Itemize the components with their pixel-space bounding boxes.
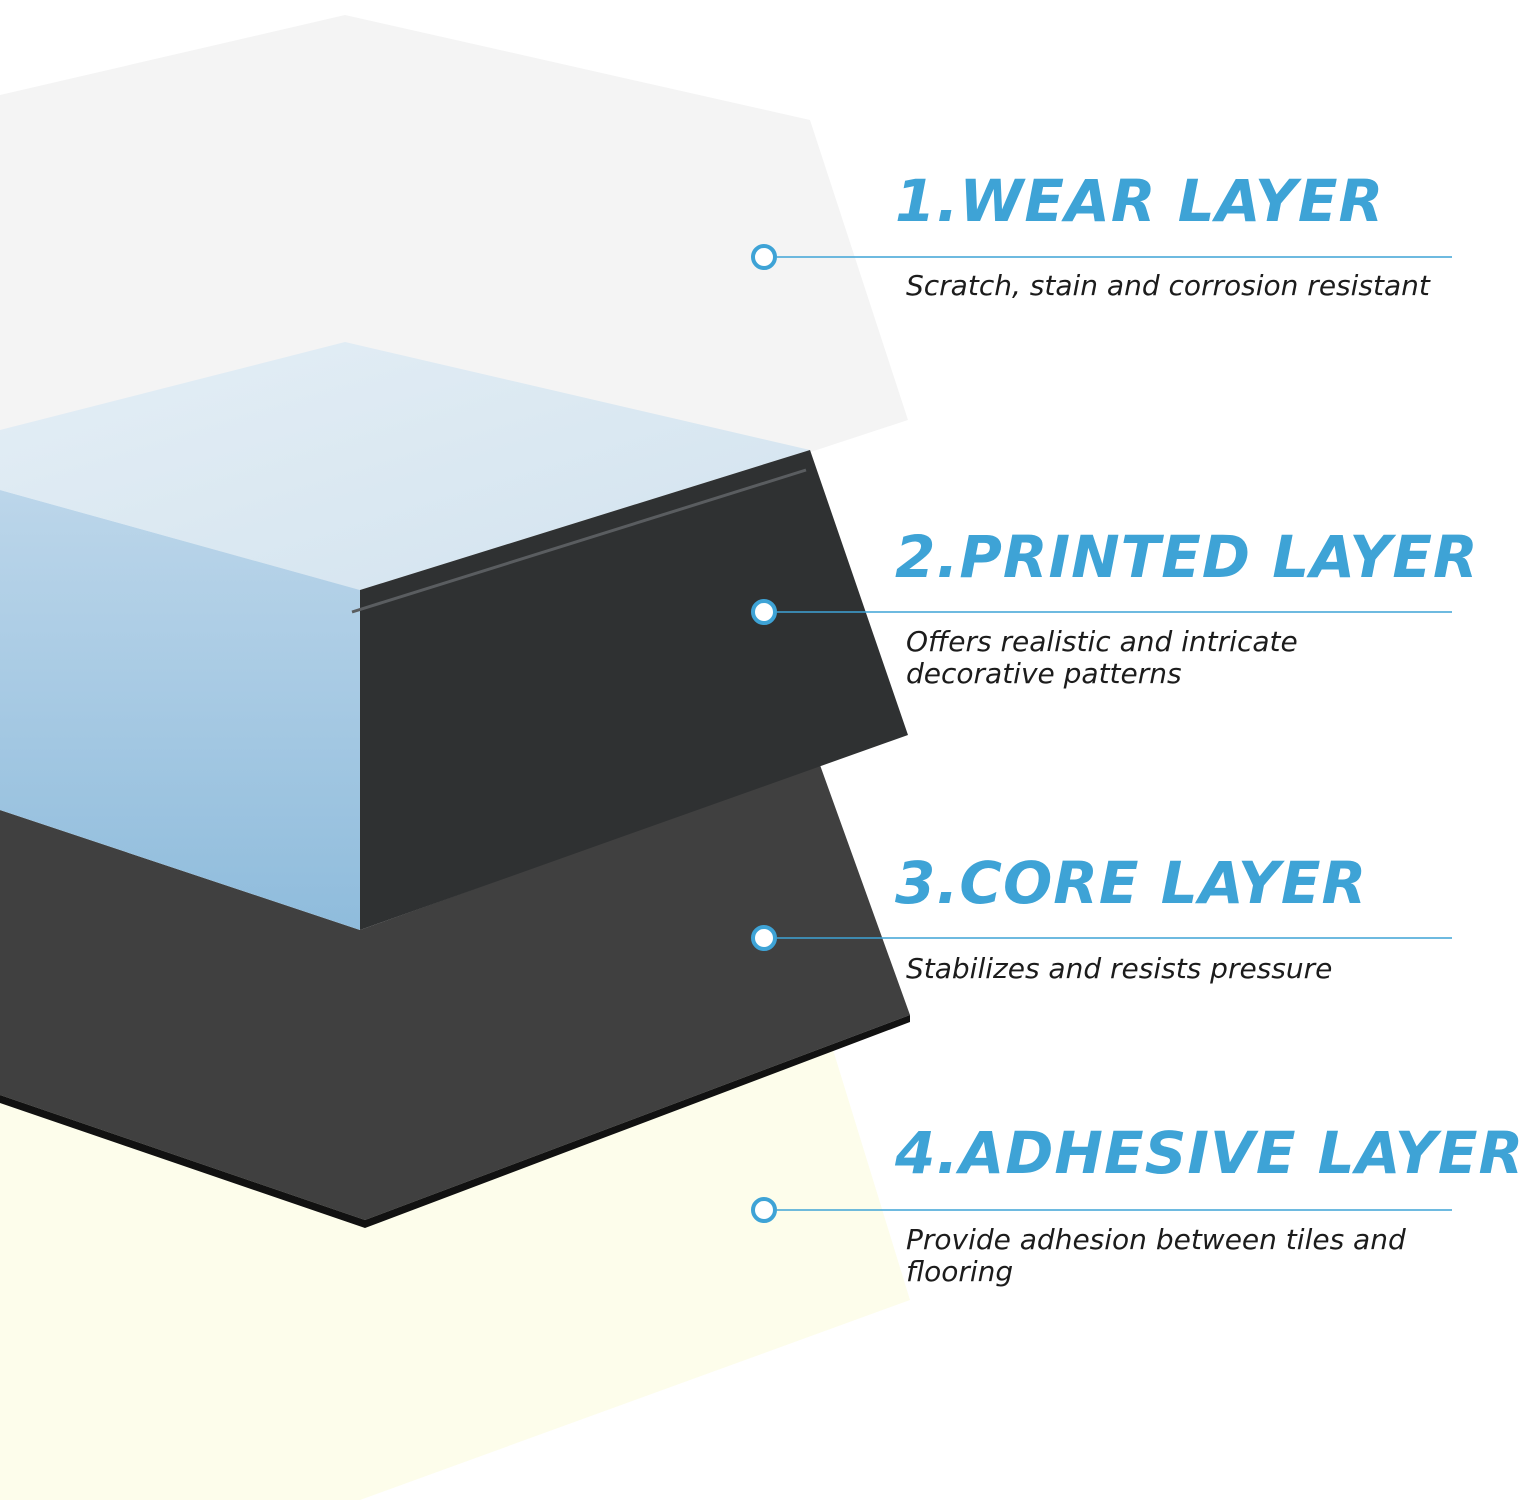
- printed-layer-top-face: [0, 342, 810, 590]
- core-marker-icon: [751, 925, 777, 951]
- core-layer-description: Stabilizes and resists pressure: [906, 952, 1333, 985]
- printed-layer-title: 2.PRINTED LAYER: [895, 523, 1479, 591]
- printed-layer-front-face: [0, 490, 360, 930]
- adhesive-layer-title: 4.ADHESIVE LAYER: [895, 1119, 1524, 1187]
- printed-layer-side-face: [360, 450, 908, 930]
- core-layer-edge: [0, 1015, 910, 1228]
- wear-layer-description: Scratch, stain and corrosion resistant: [906, 269, 1430, 302]
- wear-marker-icon: [751, 244, 777, 270]
- core-layer-title: 3.CORE LAYER: [895, 849, 1368, 917]
- printed-layer-bevel: [351, 468, 807, 614]
- connector-group: [751, 244, 1452, 1223]
- adhesive-layer-description: Provide adhesion between tiles and floor…: [906, 1223, 1406, 1288]
- printed-marker-icon: [751, 599, 777, 625]
- core-layer-slab: [0, 765, 910, 1220]
- printed-layer-description: Offers realistic and intricate decorativ…: [906, 625, 1298, 690]
- wear-layer-title: 1.WEAR LAYER: [895, 167, 1385, 235]
- adhesive-marker-icon: [751, 1197, 777, 1223]
- adhesive-layer-sheet: [0, 1040, 910, 1500]
